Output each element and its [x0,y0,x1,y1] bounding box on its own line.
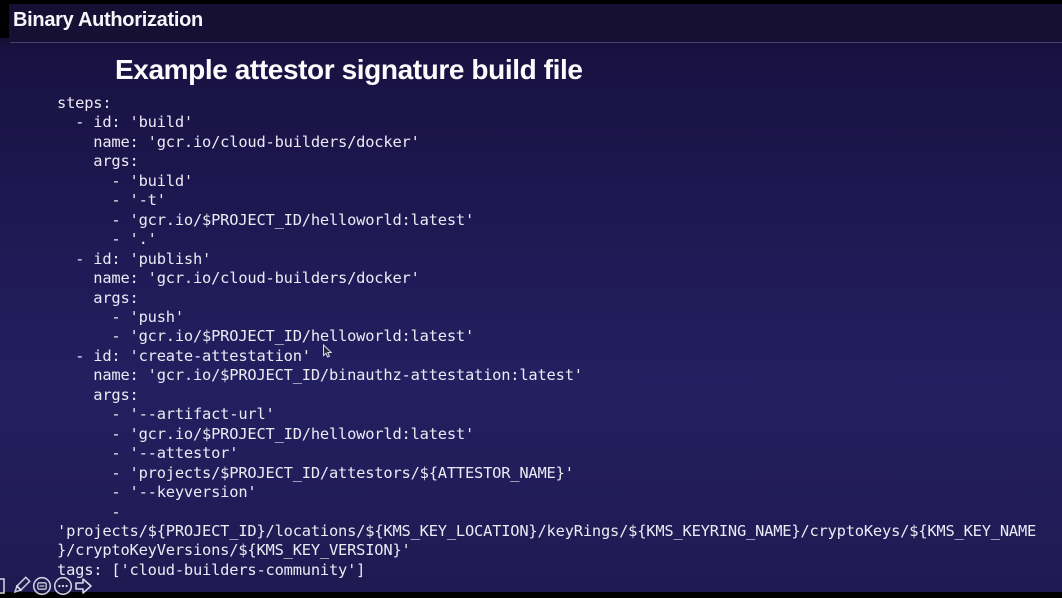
square-icon[interactable] [0,577,10,595]
mouse-cursor [323,344,333,358]
top-edge [0,0,1062,4]
whiteboard-icon[interactable] [32,576,52,596]
corner-notch [0,0,9,38]
next-arrow-icon[interactable] [74,576,93,596]
slide-header: Binary Authorization [0,0,1062,43]
deck-title: Binary Authorization [13,9,203,31]
annotation-toolbar [0,574,93,597]
slide-body: Example attestor signature build file st… [0,43,1062,592]
header-divider [10,42,1062,43]
pencil-icon[interactable] [11,575,31,597]
bottom-edge [0,592,1062,598]
build-file-code: steps: - id: 'build' name: 'gcr.io/cloud… [57,94,1037,579]
slide-heading: Example attestor signature build file [115,54,583,85]
more-icon[interactable] [53,576,73,596]
